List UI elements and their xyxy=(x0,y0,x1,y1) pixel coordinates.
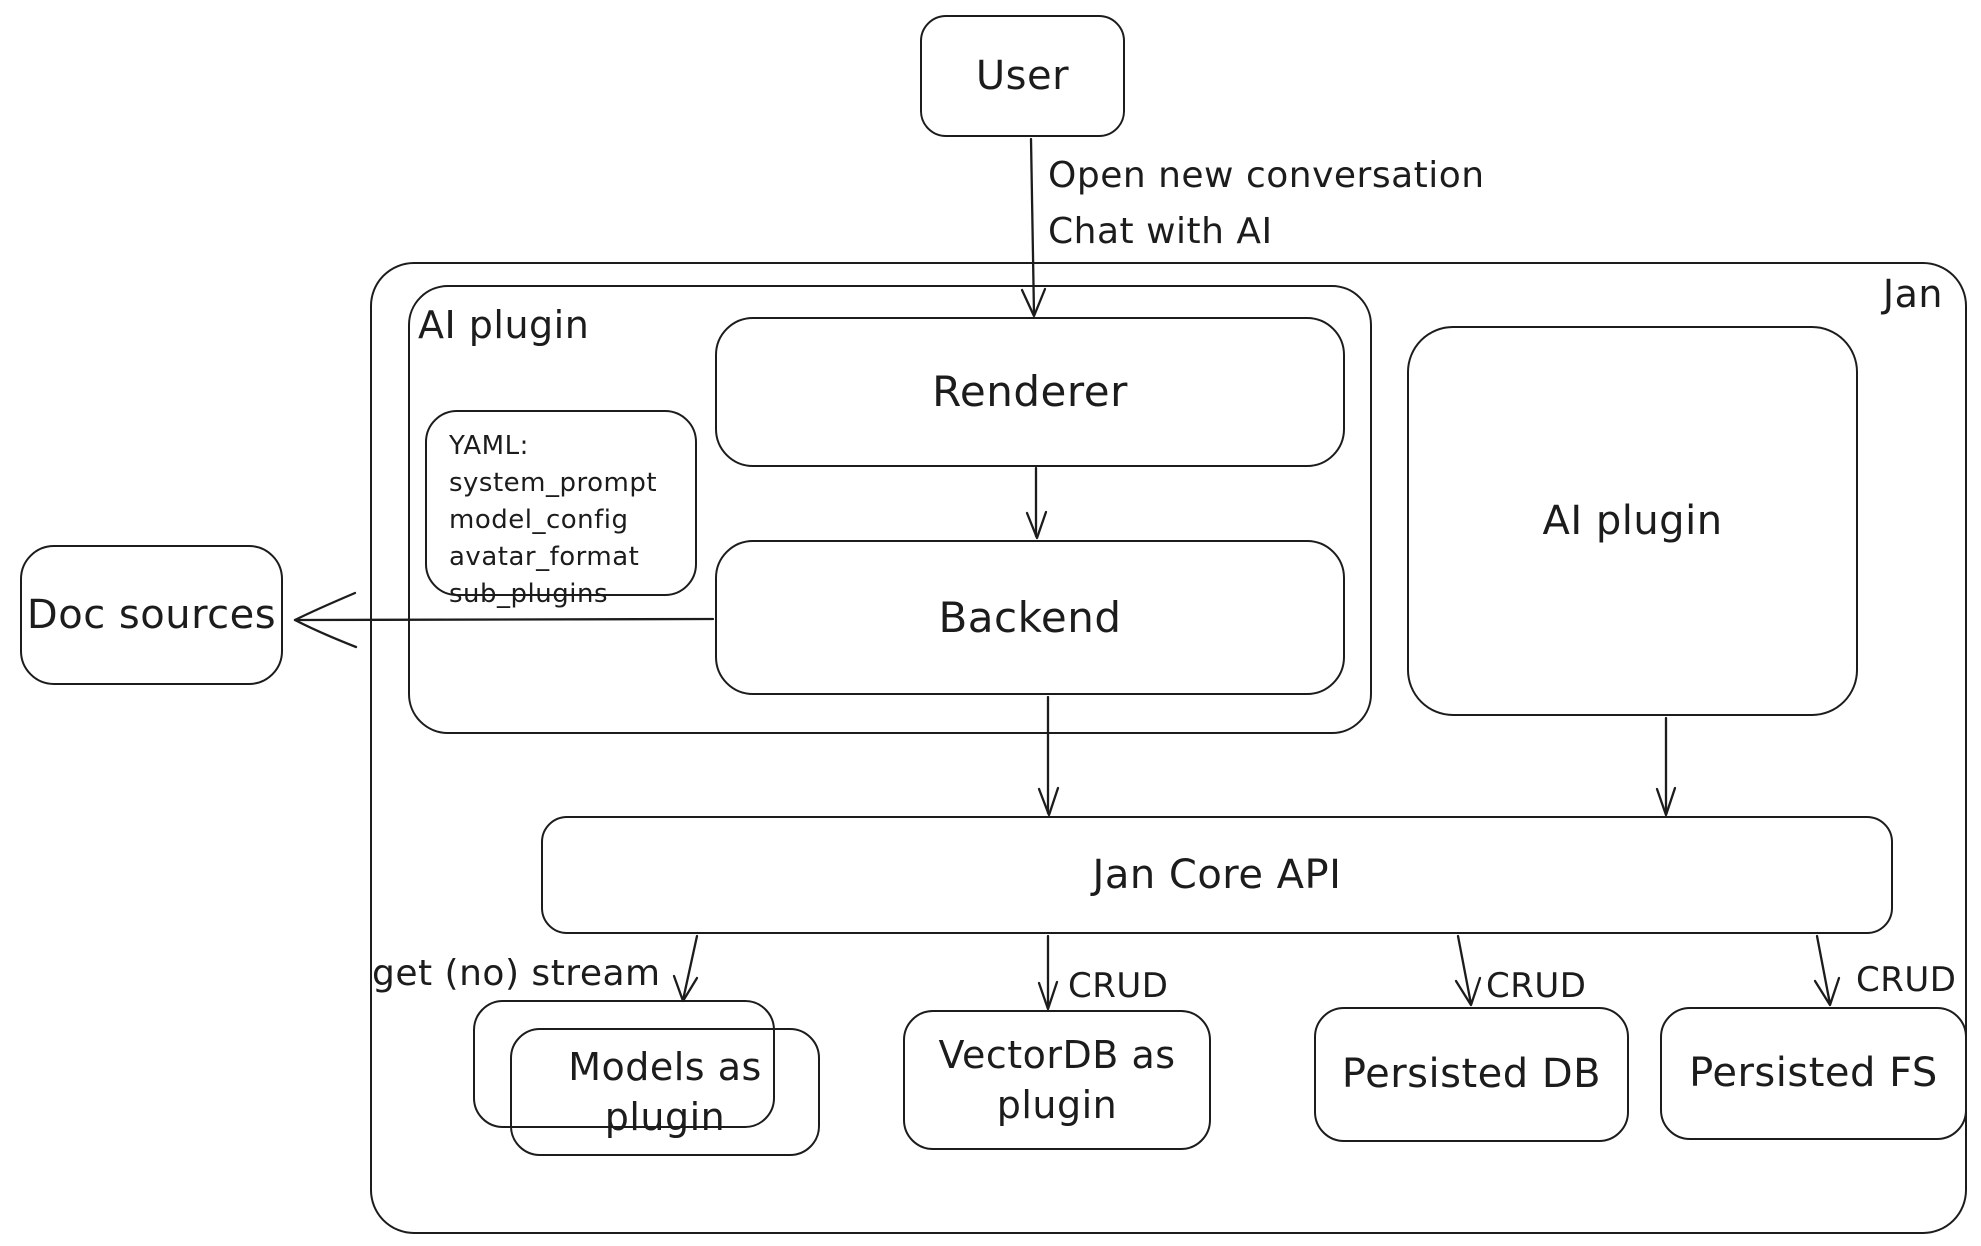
edge-label-crud-db: CRUD xyxy=(1486,966,1587,1006)
node-persisted-db-label: Persisted DB xyxy=(1341,1051,1602,1098)
node-yaml-note-text: YAML: system_prompt model_config avatar_… xyxy=(449,431,658,609)
node-persisted-fs: Persisted FS xyxy=(1660,1007,1967,1140)
node-backend-label: Backend xyxy=(938,592,1122,642)
node-backend: Backend xyxy=(715,540,1345,695)
node-yaml-note: YAML: system_prompt model_config avatar_… xyxy=(425,410,697,609)
node-models-plugin-label: Models as plugin xyxy=(568,1044,762,1139)
edge-label-open-conversation: Open new conversation Chat with AI xyxy=(1048,155,1485,252)
container-jan: Jan xyxy=(370,262,1967,1234)
node-models-plugin-back xyxy=(473,1000,775,1128)
node-persisted-fs-label: Persisted FS xyxy=(1689,1050,1938,1097)
node-renderer-label: Renderer xyxy=(932,367,1128,417)
edge-label-crud-vectordb: CRUD xyxy=(1068,966,1169,1006)
edge-label-crud-fs: CRUD xyxy=(1856,960,1957,1000)
container-jan-label: Jan xyxy=(1882,272,1943,316)
node-doc-sources: Doc sources xyxy=(20,545,283,685)
node-jan-core-api-label: Jan Core API xyxy=(1092,851,1342,898)
node-ai-plugin-right-label: AI plugin xyxy=(1542,497,1723,544)
node-doc-sources-label: Doc sources xyxy=(26,591,277,638)
edge-label-get-no-stream: get (no) stream xyxy=(372,953,661,994)
node-persisted-db: Persisted DB xyxy=(1314,1007,1629,1142)
node-user: User xyxy=(920,15,1125,137)
node-ai-plugin-right: AI plugin xyxy=(1407,326,1858,716)
node-vectordb-plugin: VectorDB as plugin xyxy=(903,1010,1211,1150)
container-ai-plugin: AI plugin xyxy=(408,285,1372,734)
node-vectordb-plugin-label: VectorDB as plugin xyxy=(938,1032,1176,1127)
container-ai-plugin-label: AI plugin xyxy=(418,303,590,347)
node-user-label: User xyxy=(975,52,1070,99)
node-renderer: Renderer xyxy=(715,317,1345,467)
node-jan-core-api: Jan Core API xyxy=(541,816,1893,934)
node-models-plugin: Models as plugin xyxy=(510,1028,820,1156)
